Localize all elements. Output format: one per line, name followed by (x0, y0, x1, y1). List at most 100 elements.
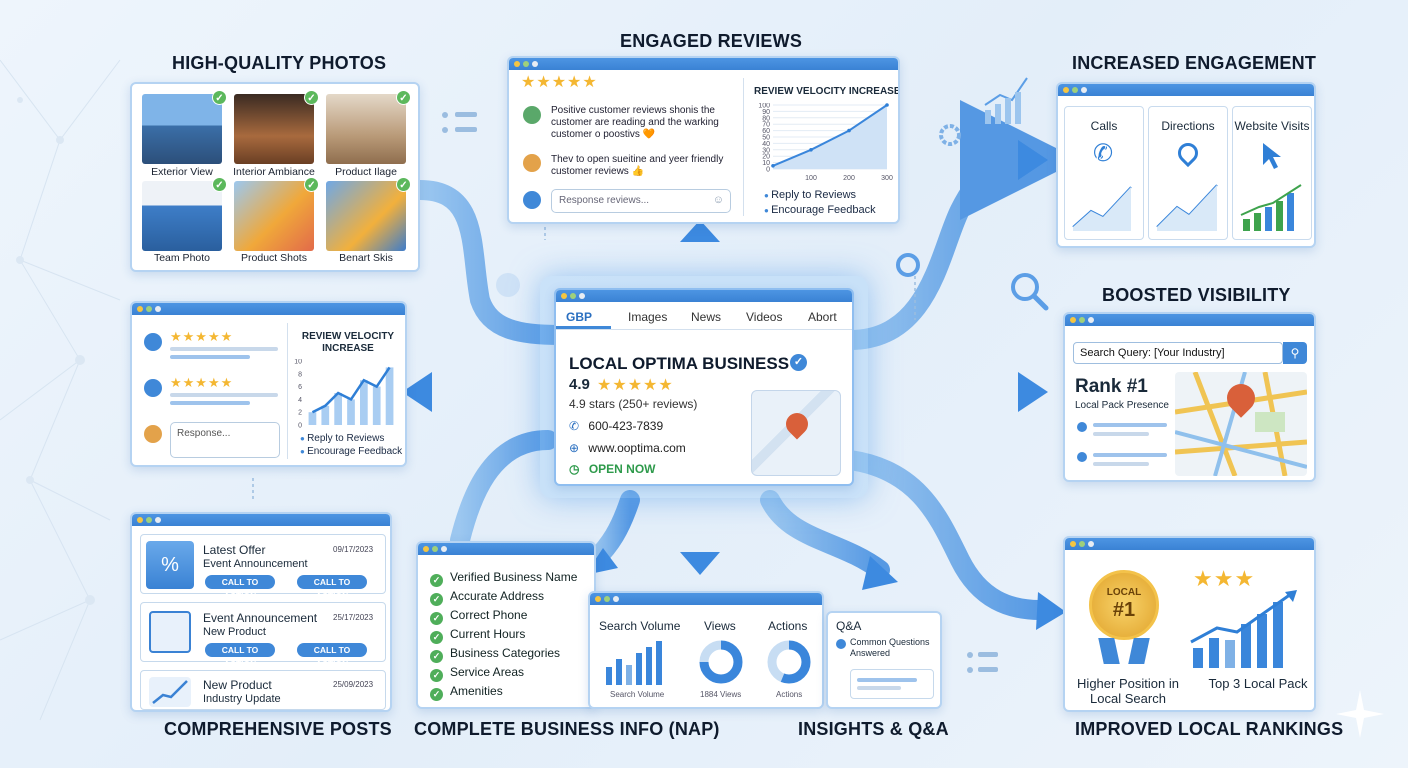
heading-reviews: ENGAGED REVIEWS (620, 31, 803, 51)
bar (334, 393, 342, 425)
local-badge: LOCAL #1 (1089, 570, 1159, 640)
tab-gbp[interactable]: GBP (566, 310, 593, 324)
avatar (523, 154, 541, 172)
nap-item: ✓Current Hours (430, 627, 525, 644)
photos-panel: ✓ ✓ ✓ ✓ ✓ ✓ Exterior View Interior Ambia… (130, 82, 420, 272)
sub-label: Search Volume (610, 690, 665, 699)
y-tick-label: 6 (298, 384, 302, 391)
map-area[interactable] (1175, 372, 1307, 476)
cta-button[interactable]: CALL TO ACTION (297, 575, 367, 601)
card-calls[interactable]: Calls ✆ (1064, 106, 1144, 240)
right-label: Top 3 Local Pack (1208, 676, 1308, 691)
check-icon: ✓ (304, 90, 319, 105)
check-icon: ✓ (212, 90, 227, 105)
post-sub: New Product (203, 626, 266, 638)
rating-stars: ★★★★★ (521, 74, 598, 91)
photo-product-image[interactable] (326, 94, 406, 164)
series-line (772, 104, 888, 167)
photo-product-shots[interactable] (234, 181, 314, 251)
heading-visibility: BOOSTED VISIBILITY (1102, 285, 1291, 305)
cta-button[interactable]: CALL TO ACTION (205, 643, 275, 669)
post-title: Event Announcement (203, 611, 318, 625)
search-icon[interactable]: ⚲ (1283, 342, 1307, 364)
y-tick-label: 0 (766, 167, 770, 174)
photo-team[interactable] (142, 181, 222, 251)
user-icon (144, 333, 162, 351)
y-tick-label: 2 (298, 410, 302, 417)
check-icon: ✓ (396, 177, 411, 192)
trend-chart-icon (1072, 186, 1132, 231)
cursor-icon (1263, 143, 1281, 169)
check-icon: ✓ (396, 90, 411, 105)
engagement-panel: Calls ✆ Directions Website Visits (1056, 82, 1316, 248)
phone-row[interactable]: ✆ 600-423-7839 (569, 419, 663, 433)
x-tick-label: 300 (881, 175, 893, 182)
card-website-visits[interactable]: Website Visits (1232, 106, 1312, 240)
tab-news[interactable]: News (691, 310, 722, 324)
bullet-reply: Reply to Reviews (300, 433, 384, 444)
nap-item: ✓Service Areas (430, 665, 524, 682)
reviews-panel: ★★★★★ Positive customer reviews shonis t… (507, 56, 900, 224)
nap-item: ✓Verified Business Name (430, 570, 577, 587)
heading-rankings: IMPROVED LOCAL RANKINGS (1075, 719, 1344, 739)
chart-title: REVIEW VELOCITY INCREASE (301, 331, 395, 354)
open-status: OPEN NOW (588, 462, 656, 476)
x-tick-label: 200 (843, 175, 855, 182)
cta-button[interactable]: CALL TO ACTION (205, 575, 275, 601)
map-thumbnail[interactable] (751, 390, 841, 476)
area-fill (773, 105, 887, 169)
y-tick-label: 30 (762, 147, 770, 154)
col-label: Views (704, 619, 736, 633)
gbp-panel: GBP Images News Videos Abort LOCAL OPTIM… (554, 288, 854, 486)
photo-interior[interactable] (234, 94, 314, 164)
tab-videos[interactable]: Videos (746, 310, 783, 324)
clock-icon: ◷ (569, 462, 580, 476)
views-donut (699, 640, 743, 684)
response-input[interactable]: Response reviews... ☺ (551, 189, 731, 213)
post-date: 09/17/2023 (333, 545, 374, 554)
bullet-feedback: Encourage Feedback (764, 204, 876, 216)
user-icon (523, 191, 541, 209)
sub-label: 1884 Views (700, 690, 742, 699)
cta-button[interactable]: CALL TO ACTION (297, 643, 367, 669)
y-tick-label: 0 (298, 423, 302, 430)
question-icon (836, 639, 846, 649)
nap-panel: ✓Verified Business Name ✓Accurate Addres… (416, 541, 596, 709)
bar (360, 380, 368, 425)
response-input[interactable]: Response... (170, 422, 280, 458)
nap-item: ✓Business Categories (430, 646, 560, 663)
bar (372, 386, 381, 425)
search-input[interactable]: Search Query: [Your Industry] (1073, 342, 1283, 364)
qa-text: Common Questions Answered (850, 637, 930, 658)
chart-icon (149, 677, 191, 707)
post-card[interactable]: % Latest Offer Event Announcement 09/17/… (140, 534, 386, 601)
insights-panel: Search Volume Views Actions Search Volum… (588, 591, 824, 709)
y-tick-label: 40 (762, 141, 770, 148)
y-tick-label: 70 (762, 122, 770, 129)
card-directions[interactable]: Directions (1148, 106, 1228, 240)
photo-exterior[interactable] (142, 94, 222, 164)
data-point (809, 148, 813, 152)
user-icon (144, 379, 162, 397)
review-text: Positive customer reviews shonis the cus… (551, 105, 719, 140)
rating-stars: ★★★★★ (170, 329, 234, 344)
card-label: Calls (1090, 119, 1118, 133)
photo-caption: Product Ilage (335, 166, 397, 178)
bar (308, 412, 317, 425)
tab-about[interactable]: Abort (808, 310, 837, 324)
post-card[interactable]: Event Announcement New Product 25/17/202… (140, 602, 386, 669)
post-card[interactable]: New Product Industry Update 25/09/2023 (140, 670, 386, 710)
y-tick-label: 20 (762, 154, 770, 161)
photo-benart-skis[interactable] (326, 181, 406, 251)
post-date: 25/17/2023 (333, 613, 374, 622)
qa-panel: Q&A Common Questions Answered (826, 611, 942, 709)
photo-caption: Product Shots (241, 252, 307, 264)
website-row[interactable]: ⊕ www.ooptima.com (569, 441, 686, 455)
review-text: Thev to open sueitine and yeer friendly … (551, 154, 724, 177)
review-count: 4.9 stars (250+ reviews) (569, 397, 698, 411)
qa-answer-box[interactable] (850, 669, 934, 699)
tab-images[interactable]: Images (628, 310, 668, 324)
y-tick-label: 80 (762, 115, 770, 122)
review-left-panel: ★★★★★ ★★★★★ Response... REVIEW VELOCITY … (130, 301, 407, 467)
